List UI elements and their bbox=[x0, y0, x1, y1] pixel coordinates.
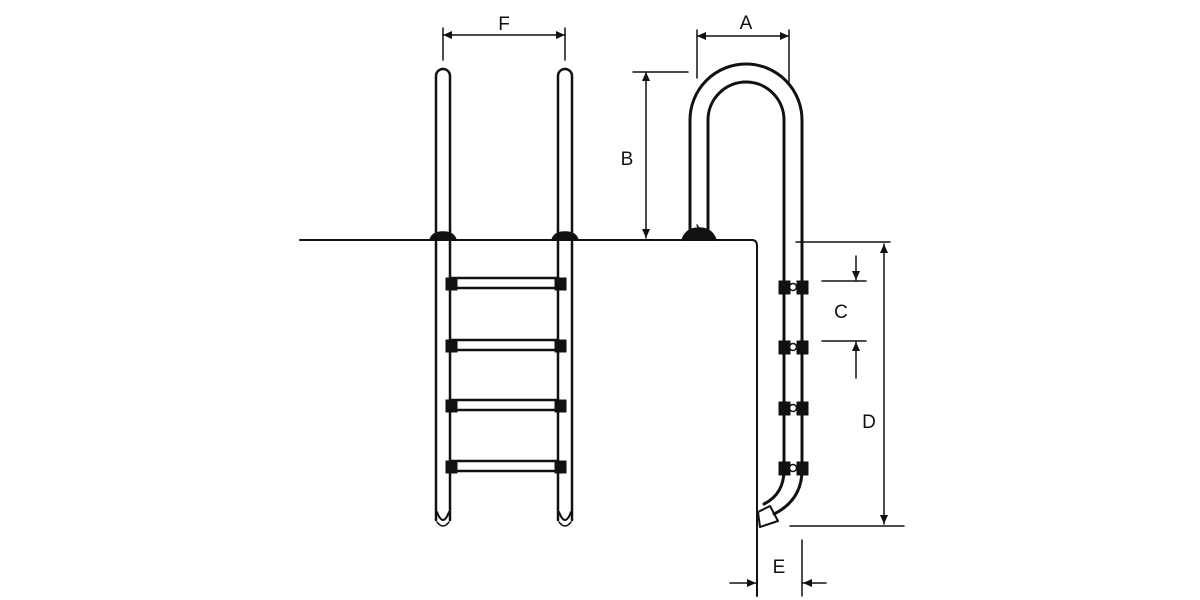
left-rail bbox=[434, 67, 452, 527]
right-anchor bbox=[551, 231, 579, 241]
dimension-b bbox=[632, 71, 689, 239]
wall-foot bbox=[757, 505, 779, 528]
front-step-1 bbox=[445, 276, 567, 291]
dimension-c bbox=[821, 255, 867, 379]
side-anchor bbox=[681, 227, 717, 241]
label-f: F bbox=[498, 14, 510, 35]
front-view-ladder bbox=[429, 67, 579, 527]
dimension-a bbox=[696, 29, 790, 83]
dimension-f bbox=[442, 27, 566, 61]
front-step-4 bbox=[445, 459, 567, 474]
side-step-3 bbox=[778, 401, 809, 416]
front-step-3 bbox=[445, 398, 567, 413]
dimension-e bbox=[729, 539, 827, 597]
front-step-2 bbox=[445, 338, 567, 353]
left-anchor bbox=[429, 231, 457, 241]
label-b: B bbox=[621, 149, 634, 170]
label-c: C bbox=[834, 302, 848, 323]
side-view-ladder bbox=[681, 62, 809, 528]
right-rail bbox=[556, 67, 574, 527]
side-step-1 bbox=[778, 280, 809, 295]
label-e: E bbox=[773, 557, 786, 578]
dimension-d bbox=[789, 241, 905, 527]
label-a: A bbox=[740, 13, 753, 34]
label-d: D bbox=[862, 412, 876, 433]
side-step-2 bbox=[778, 340, 809, 355]
side-step-4 bbox=[778, 461, 809, 476]
pool-deck-line bbox=[299, 239, 758, 597]
